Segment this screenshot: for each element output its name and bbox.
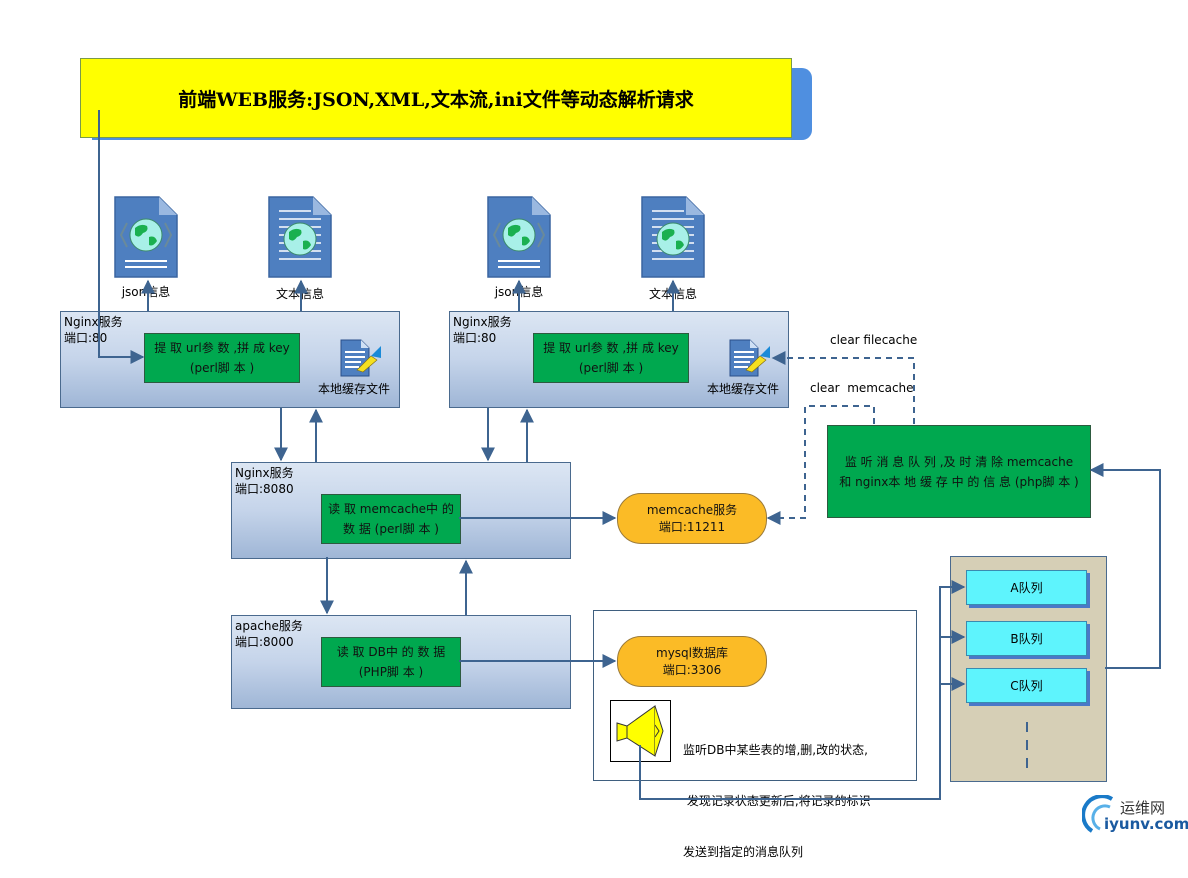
queue-a-label: A队列 — [1010, 581, 1043, 595]
json-info-label: json信息 — [494, 285, 544, 299]
memcache-port: 端口:11211 — [658, 519, 726, 534]
service-port: 端口:80 — [453, 331, 497, 345]
listener-line-3: 发送到指定的消息队列 — [683, 845, 804, 859]
clear-memcache-label: clear memcache — [810, 381, 914, 395]
local-cache-file-label: 本地缓存文件 — [318, 382, 391, 396]
service-name: Nginx服务 — [64, 315, 123, 329]
queue-c-label: C队列 — [1010, 679, 1043, 693]
watermark-cn: 运维网 — [1120, 799, 1166, 817]
text-globe-document-icon — [640, 195, 706, 279]
listener-line-1: 监听DB中某些表的增,删,改的状态, — [683, 743, 868, 757]
text-info-label: 文本信息 — [648, 287, 697, 301]
db-listener-description: 监听DB中某些表的增,删,改的状态, 发现记录状态更新后,将记录的标识 发送到指… — [683, 708, 871, 878]
queue-b: B队列 — [966, 621, 1087, 656]
memcache-name: memcache服务 — [646, 502, 738, 517]
title-banner: 前端WEB服务:JSON,XML,文本流,ini文件等动态解析请求 — [80, 58, 792, 138]
watermark: 运维网 iyunv.com — [1082, 795, 1188, 837]
queue-a: A队列 — [966, 570, 1087, 605]
service-name: apache服务 — [235, 619, 303, 633]
local-cache-file-label: 本地缓存文件 — [707, 382, 780, 396]
service-name: Nginx服务 — [235, 466, 294, 480]
script-line-2: (perl脚 本 ) — [578, 361, 644, 375]
nginx-front-service-2: Nginx服务 端口:80 — [449, 311, 789, 408]
url-key-perl-script: 提 取 url参 数 ,拼 成 key (perl脚 本 ) — [533, 333, 689, 383]
service-port: 端口:8080 — [235, 482, 294, 496]
mysql-database: mysql数据库 端口:3306 — [617, 636, 767, 687]
service-port: 端口:80 — [64, 331, 108, 345]
queue-c: C队列 — [966, 668, 1087, 703]
cache-file-edit-icon — [337, 338, 383, 378]
service-name: Nginx服务 — [453, 315, 512, 329]
watermark-domain: iyunv.com — [1104, 815, 1188, 833]
script-line-2: (perl脚 本 ) — [189, 361, 255, 375]
cleaner-line-2: 和 nginx本 地 缓 存 中 的 信 息 (php脚 本 ) — [839, 474, 1079, 489]
service-port: 端口:8000 — [235, 635, 294, 649]
cleaner-line-1: 监 听 消 息 队 列 ,及 时 清 除 memcache — [844, 454, 1074, 469]
cache-file-edit-icon — [726, 338, 772, 378]
memcache-read-perl-script: 读 取 memcache中 的 数 据 (perl脚 本 ) — [321, 494, 461, 544]
script-line-1: 读 取 memcache中 的 — [328, 502, 454, 516]
url-key-perl-script: 提 取 url参 数 ,拼 成 key (perl脚 本 ) — [144, 333, 300, 383]
watermark-logo-icon — [1082, 795, 1114, 833]
script-line-1: 提 取 url参 数 ,拼 成 key — [543, 341, 679, 355]
text-info-label: 文本信息 — [275, 287, 324, 301]
mysql-port: 端口:3306 — [662, 662, 722, 677]
script-line-2: (PHP脚 本 ) — [358, 665, 424, 679]
script-line-1: 读 取 DB中 的 数 据 — [336, 645, 446, 659]
text-globe-document-icon — [267, 195, 333, 279]
title-text: 前端WEB服务:JSON,XML,文本流,ini文件等动态解析请求 — [178, 88, 694, 111]
script-line-1: 提 取 url参 数 ,拼 成 key — [154, 341, 290, 355]
memcache-service: memcache服务 端口:11211 — [617, 493, 767, 544]
clear-filecache-label: clear filecache — [830, 333, 918, 347]
queue-b-label: B队列 — [1010, 632, 1043, 646]
json-globe-document-icon — [486, 195, 552, 279]
speaker-icon — [610, 700, 671, 762]
mysql-name: mysql数据库 — [656, 645, 728, 660]
json-globe-document-icon — [113, 195, 179, 279]
script-line-2: 数 据 (perl脚 本 ) — [343, 522, 439, 536]
cache-cleaner-php-script: 监 听 消 息 队 列 ,及 时 清 除 memcache 和 nginx本 地… — [827, 425, 1091, 518]
json-info-label: json信息 — [121, 285, 171, 299]
listener-line-2: 发现记录状态更新后,将记录的标识 — [683, 794, 871, 808]
db-read-php-script: 读 取 DB中 的 数 据 (PHP脚 本 ) — [321, 637, 461, 687]
